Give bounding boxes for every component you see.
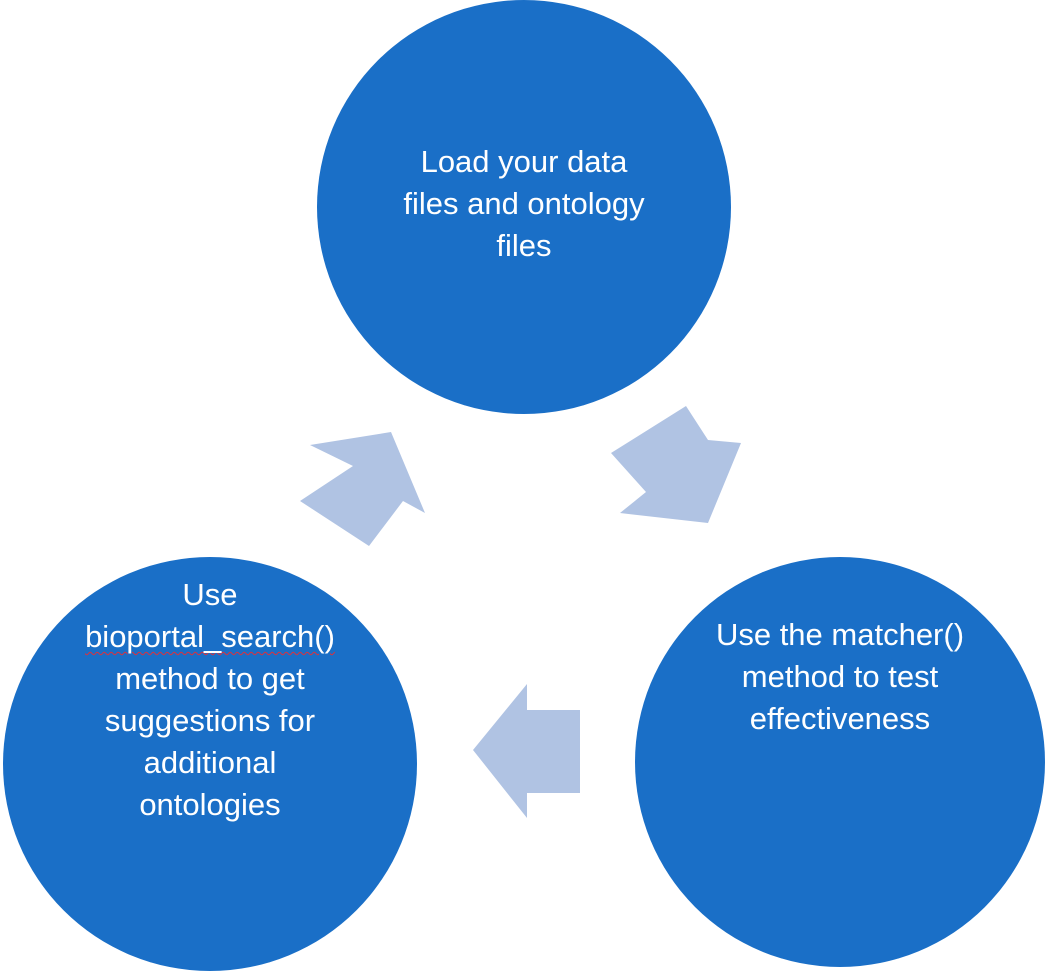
step-load-line: files and ontology <box>403 186 645 221</box>
step-matcher-line: Use the matcher() <box>715 617 965 652</box>
step-bioportal-line: method to get <box>115 661 305 696</box>
step-bioportal-line: suggestions for <box>104 703 316 738</box>
step-matcher-line: method to test <box>741 659 939 694</box>
step-matcher-circle: Use the matcher() method to test effecti… <box>635 557 1045 967</box>
step-matcher-line: effectiveness <box>749 701 931 736</box>
step-bioportal-line: Use <box>182 577 238 612</box>
step-bioportal-circle: Use bioportal_search() method to get sug… <box>3 557 417 971</box>
arrow-left-icon <box>473 684 580 818</box>
step-load-line: Load your data <box>420 144 628 179</box>
step-bioportal-line: ontologies <box>139 787 281 822</box>
step-load-line: files <box>496 228 552 263</box>
arrow-up-right-icon <box>300 432 425 546</box>
spellcheck-underlined-text: bioportal_search() <box>85 619 335 654</box>
step-load-text: Load your data files and ontology files <box>403 141 644 267</box>
step-load-circle: Load your data files and ontology files <box>317 0 731 414</box>
step-bioportal-text: Use bioportal_search() method to get sug… <box>85 574 335 826</box>
step-bioportal-line: additional <box>143 745 277 780</box>
arrow-down-right-icon <box>611 406 741 523</box>
step-bioportal-method-name: bioportal_search() <box>85 616 335 658</box>
step-matcher-text: Use the matcher() method to test effecti… <box>716 614 964 740</box>
